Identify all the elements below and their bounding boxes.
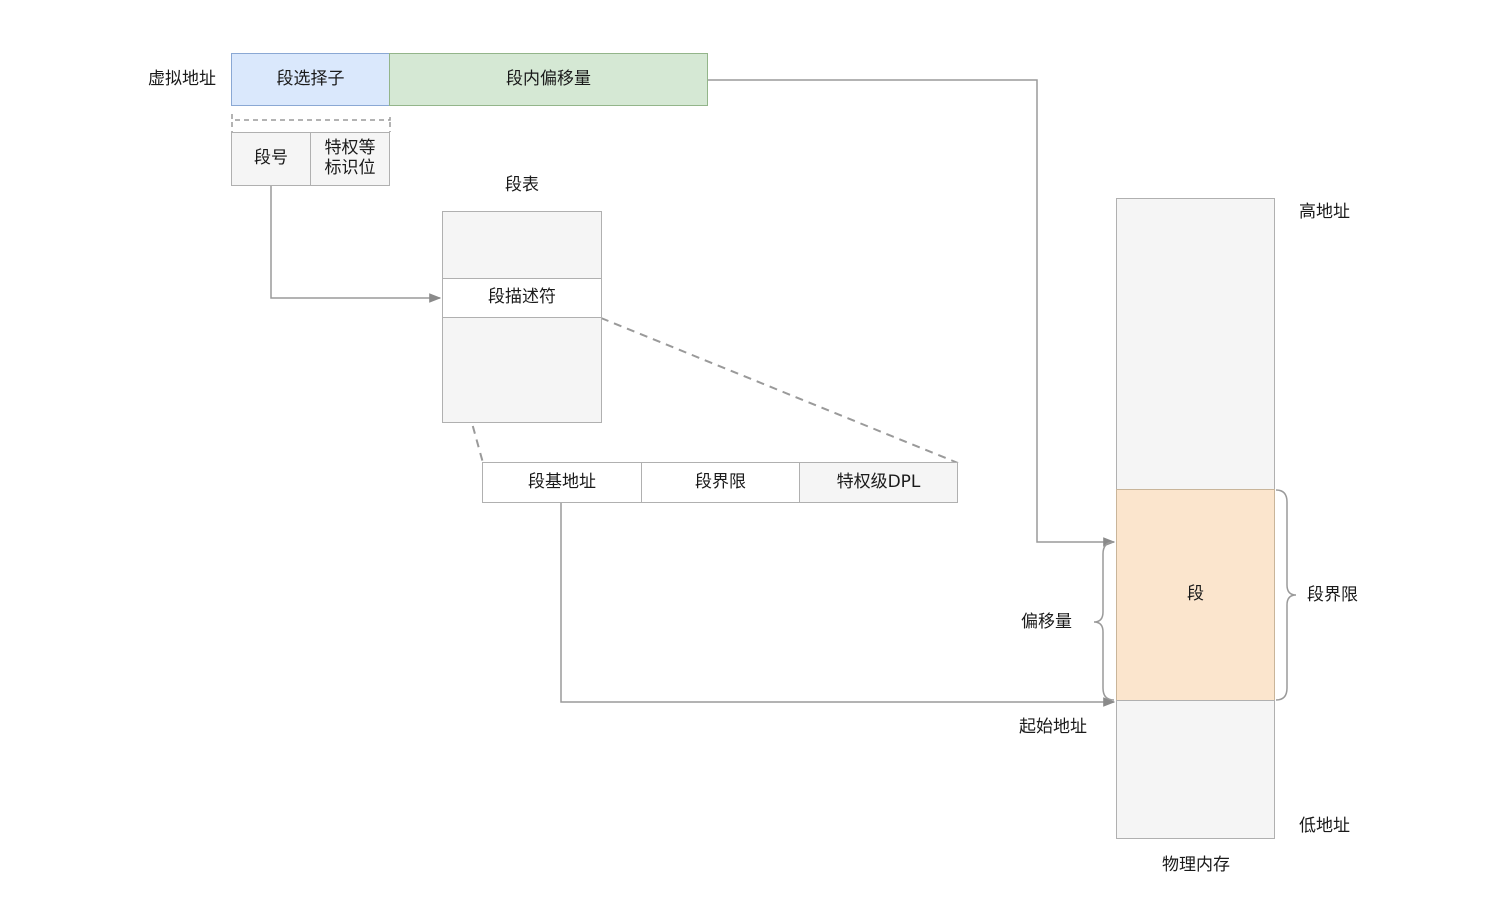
segment-table-top xyxy=(442,211,602,279)
segment-table-title: 段表 xyxy=(505,175,539,195)
virtual-address-label: 虚拟地址 xyxy=(148,69,216,89)
segment-limit-label: 段界限 xyxy=(1307,585,1358,605)
arrow-base-to-start-address xyxy=(560,503,1116,707)
segment-descriptor-row: 段描述符 xyxy=(442,278,602,318)
privilege-flags-line1: 特权等 xyxy=(324,138,376,159)
offset-label: 偏移量 xyxy=(1021,612,1072,632)
memory-segment: 段 xyxy=(1116,489,1275,701)
start-address-label: 起始地址 xyxy=(1019,717,1087,737)
segment-selector-box: 段选择子 xyxy=(231,53,390,106)
dpl-box: 特权级DPL xyxy=(799,462,958,503)
physical-memory-title: 物理内存 xyxy=(1162,855,1230,875)
arrow-offset-to-memory xyxy=(708,79,1116,547)
memory-upper xyxy=(1116,198,1275,490)
selector-bracket xyxy=(231,114,391,121)
privilege-flags-box: 特权等 标识位 xyxy=(310,132,390,186)
limit-brace xyxy=(1275,489,1297,701)
privilege-flags-line2: 标识位 xyxy=(324,158,376,178)
segment-table-bottom xyxy=(442,317,602,423)
memory-lower xyxy=(1116,700,1275,839)
segment-offset-box: 段内偏移量 xyxy=(389,53,708,106)
segment-base-address-box: 段基地址 xyxy=(482,462,642,503)
offset-brace xyxy=(1093,541,1115,701)
low-address-label: 低地址 xyxy=(1299,816,1350,836)
zoom-line-right xyxy=(600,317,959,464)
segment-number-box: 段号 xyxy=(231,132,311,186)
segment-limit-box: 段界限 xyxy=(641,462,800,503)
arrow-segment-number-to-descriptor xyxy=(270,186,442,303)
high-address-label: 高地址 xyxy=(1299,202,1350,222)
